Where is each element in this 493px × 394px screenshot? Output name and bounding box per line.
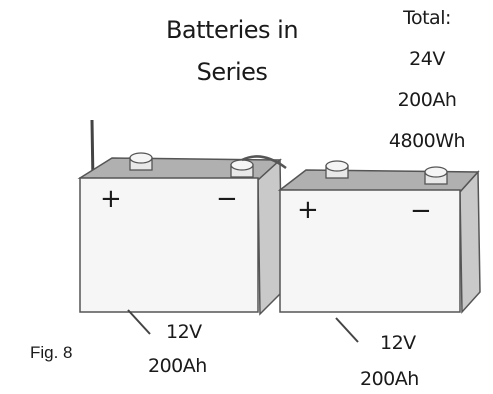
battery-2-top — [277, 169, 480, 193]
battery-2-front — [279, 189, 461, 313]
battery-2-negative-terminal — [424, 166, 448, 185]
diagram-title-line2: Series — [196, 58, 268, 86]
battery-1-side — [257, 158, 283, 316]
battery-1-front — [79, 177, 259, 313]
battery-1-capacity-label: 200Ah — [148, 355, 207, 377]
series-connector — [241, 155, 287, 170]
figure-label: Fig. 8 — [30, 343, 73, 362]
battery-1-negative-terminal — [230, 159, 254, 178]
battery-1-positive-terminal — [129, 152, 153, 171]
battery-2 — [277, 160, 481, 343]
total-capacity: 200Ah — [397, 89, 457, 111]
battery-2-positive-terminal — [325, 160, 349, 179]
battery-1-plus-sign: + — [100, 184, 122, 214]
battery-1-minus-sign: − — [216, 184, 238, 214]
diagram-title-line1: Batteries in — [165, 16, 299, 44]
battery-2-label-pointer — [335, 317, 359, 343]
battery-1-voltage-label: 12V — [166, 321, 202, 343]
battery-1 — [77, 152, 283, 335]
battery-2-capacity-label: 200Ah — [360, 368, 419, 390]
battery-2-voltage-label: 12V — [380, 332, 416, 354]
total-energy: 4800Wh — [388, 130, 466, 152]
battery-2-plus-sign: + — [297, 195, 319, 225]
battery-1-label-pointer — [127, 309, 151, 335]
battery-2-side — [459, 170, 481, 314]
total-heading: Total: — [403, 7, 451, 29]
total-voltage: 24V — [409, 48, 445, 70]
battery-2-minus-sign: − — [410, 196, 432, 226]
